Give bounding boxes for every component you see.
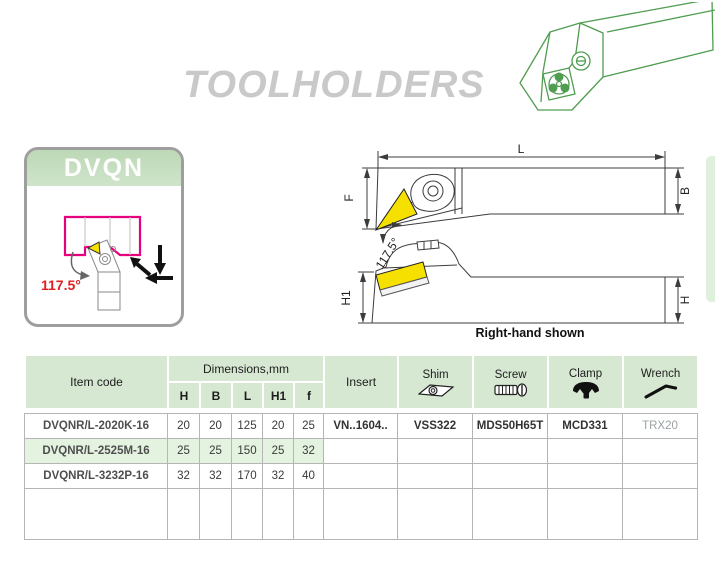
page-title: TOOLHOLDERS	[183, 64, 485, 106]
dim-H1-cell: 20	[262, 413, 294, 439]
dim-H1-cell: 32	[262, 463, 294, 489]
wrench-cell: TRX20	[622, 413, 698, 439]
card-header: DVQN	[27, 150, 181, 186]
clamp-cell	[547, 463, 623, 489]
spec-table-body: DVQNR/L-2020K-16 20 20 125 20 25 VN..160…	[24, 413, 698, 540]
dim-f-cell: 25	[293, 413, 324, 439]
screw-cell	[472, 463, 548, 489]
col-header-H: H	[167, 381, 201, 410]
col-header-insert: Insert	[323, 354, 400, 410]
card-angle-label: 117.5°	[41, 277, 81, 293]
item-code-cell: DVQNR/L-2020K-16	[24, 413, 168, 439]
top-view	[362, 151, 684, 244]
clamp-icon	[572, 381, 599, 398]
dim-H-cell: 25	[167, 438, 200, 464]
wrench-cell	[622, 463, 698, 489]
dim-H1-cell: 25	[262, 438, 294, 464]
dim-H-cell: 32	[167, 463, 200, 489]
item-code-cell: DVQNR/L-3232P-16	[24, 463, 168, 489]
dim-H-cell: 20	[167, 413, 200, 439]
toolholder-3d-drawing	[519, 2, 715, 111]
wrench-cell	[622, 438, 698, 464]
dim-label-B: B	[678, 187, 692, 195]
dim-label-F: F	[342, 194, 356, 201]
col-header-H1: H1	[262, 381, 295, 410]
col-header-wrench: Wrench	[622, 354, 700, 410]
dim-label-H1: H1	[339, 290, 353, 306]
dim-B-cell: 32	[199, 463, 232, 489]
col-header-item-code: Item code	[24, 354, 169, 410]
insert-cell	[323, 463, 398, 489]
clamp-cell: MCD331	[547, 413, 623, 439]
feed-arrows	[130, 245, 173, 284]
screw-cell	[472, 438, 548, 464]
col-header-B: B	[199, 381, 233, 410]
application-diagram	[63, 215, 173, 311]
spec-table: Item code Dimensions,mm Insert Shim Scre…	[24, 354, 700, 540]
screw-icon	[493, 382, 527, 397]
wrench-icon	[644, 384, 677, 398]
col-header-shim: Shim	[397, 354, 475, 410]
shim-cell	[397, 438, 473, 464]
workpiece-outline	[63, 215, 142, 257]
col-header-L: L	[231, 381, 264, 410]
insert-cell: VN..1604..	[323, 413, 398, 439]
dim-label-H: H	[678, 296, 692, 305]
drawing-caption: Right-hand shown	[475, 326, 585, 340]
dim-B-cell: 25	[199, 438, 232, 464]
spec-table-header: Item code Dimensions,mm Insert Shim Scre…	[24, 354, 700, 410]
insert-cell	[323, 438, 398, 464]
table-row: DVQNR/L-3232P-16 32 32 170 32 40	[24, 463, 698, 489]
dim-f-cell: 40	[293, 463, 324, 489]
toolholder-3d-lines	[519, 2, 715, 111]
col-header-clamp: Clamp	[547, 354, 625, 410]
dimension-drawing: L F B H1 H 117.5°	[339, 142, 692, 324]
insert-triangle	[86, 241, 101, 255]
col-header-f: f	[292, 381, 326, 410]
shim-icon	[417, 383, 454, 397]
shim-cell: VSS322	[397, 413, 473, 439]
screw-cell: MDS50H65T	[472, 413, 548, 439]
dim-label-L: L	[518, 142, 525, 156]
clamp-cell	[547, 438, 623, 464]
dim-f-cell: 32	[293, 438, 324, 464]
table-row: DVQNR/L-2525M-16 25 25 150 25 32	[24, 438, 698, 464]
item-code-cell: DVQNR/L-2525M-16	[24, 438, 168, 464]
dim-B-cell: 20	[199, 413, 232, 439]
col-header-dimensions: Dimensions,mm	[166, 354, 326, 383]
page-edge-tab	[706, 156, 715, 302]
card-model: DVQN	[63, 153, 145, 182]
col-header-screw: Screw	[472, 354, 550, 410]
dvqn-card: DVQN	[24, 147, 184, 327]
table-row: DVQNR/L-2020K-16 20 20 125 20 25 VN..160…	[24, 413, 698, 439]
dim-L-cell: 150	[231, 438, 263, 464]
shim-cell	[397, 463, 473, 489]
dim-L-cell: 125	[231, 413, 263, 439]
dim-L-cell: 170	[231, 463, 263, 489]
table-filler-row	[24, 488, 698, 540]
side-view	[358, 239, 684, 324]
rotation-arrow	[70, 251, 90, 280]
